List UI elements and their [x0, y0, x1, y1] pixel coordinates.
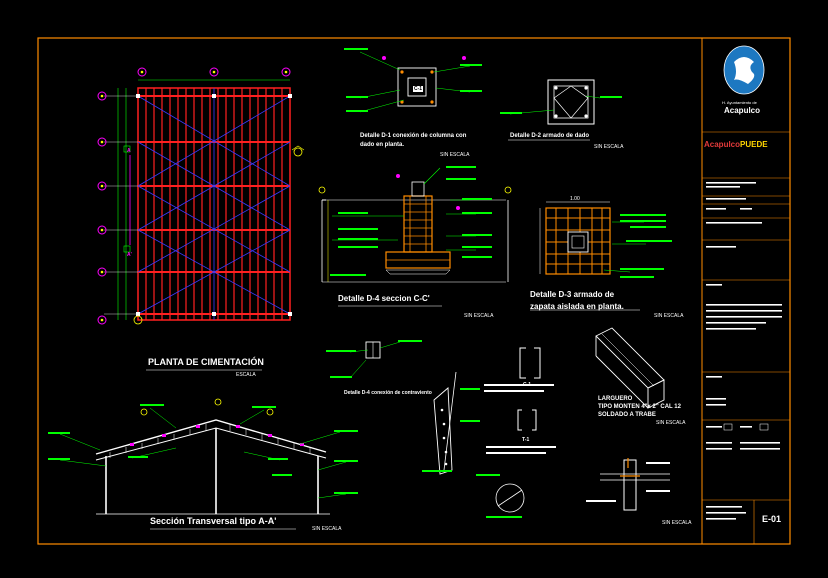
detail-d1-title-2: dado en planta.	[360, 142, 405, 148]
column-section-label: C-1	[523, 382, 532, 388]
detail-d5	[326, 340, 480, 475]
axis-a-prime-label: A'	[127, 252, 132, 258]
member-sections	[484, 347, 556, 454]
detail-d1-scale: SIN ESCALA	[440, 152, 470, 158]
larguero-label-3: SOLDADO A TRABE	[598, 412, 656, 418]
logo-word-2: PUEDE	[740, 140, 768, 149]
detail-d2-scale: SIN ESCALA	[594, 144, 624, 150]
larguero-3d	[595, 327, 665, 409]
org-line: H. Ayuntamiento de	[722, 100, 757, 105]
section-scale: SIN ESCALA	[312, 526, 342, 532]
detail-d1	[344, 48, 482, 113]
sheet-number: E-01	[762, 514, 782, 524]
section-title: Sección Transversal tipo A-A'	[150, 516, 277, 526]
larguero-label-1: LARGUERO	[598, 396, 633, 402]
detail-d3-dim: 1.00	[570, 196, 580, 202]
detail-d1-title-1: Detalle D-1 conexión de columna con	[360, 133, 467, 139]
logo-word-1: Acapulco	[704, 140, 741, 149]
section-markers	[291, 145, 512, 194]
detail-d3-title-2: zapata aislada en planta.	[530, 302, 624, 311]
detail-d4-title: Detalle D-4 seccion C-C'	[338, 294, 430, 303]
dado-label: C-1	[413, 86, 424, 92]
beam-section-label: T-1	[522, 437, 530, 443]
detail-d3-title-1: Detalle D-3 armado de	[530, 290, 615, 299]
axis-a-label: A	[127, 148, 131, 154]
detail-d3	[539, 201, 672, 278]
larguero-scale: SIN ESCALA	[656, 420, 686, 426]
plan-scale: ESCALA	[236, 372, 256, 378]
title-underlines	[146, 139, 640, 530]
connection-detail	[476, 458, 670, 518]
acapulco-logo: AcapulcoPUEDE	[704, 134, 788, 149]
plan-title: PLANTA DE CIMENTACIÓN	[148, 357, 264, 367]
city-name: Acapulco	[724, 106, 761, 115]
foundation-plan	[97, 67, 292, 325]
bottom-scale: SIN ESCALA	[662, 520, 692, 526]
detail-d2	[500, 79, 622, 125]
detail-d3-scale: SIN ESCALA	[654, 313, 684, 319]
detail-d4	[321, 166, 509, 283]
cross-section	[48, 398, 358, 515]
detail-d2-title: Detalle D-2 armado de dado	[510, 133, 590, 139]
larguero-label-2: TIPO MONTEN 4"x 2" CAL 12	[598, 404, 681, 410]
detail-d4-scale: SIN ESCALA	[464, 313, 494, 319]
detail-d5-title: Detalle D-4 conexión de contraviento	[344, 390, 432, 396]
sheet-border	[37, 37, 791, 545]
titleblock	[702, 45, 790, 544]
